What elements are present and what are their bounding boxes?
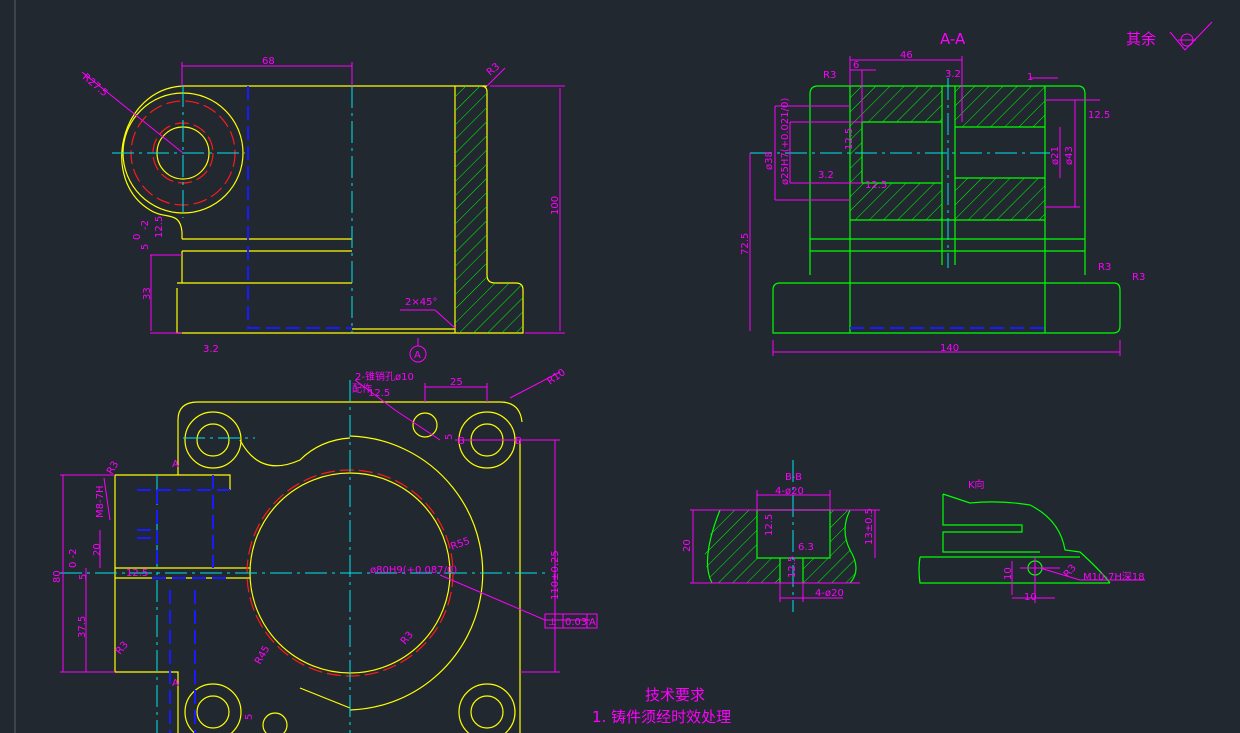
dim-110: 110±0.25 xyxy=(550,550,561,600)
dim-height: 100 xyxy=(550,196,561,215)
top-view: ⊥ 0.03 A 2-锥销孔ø10 配作 12.5 25 R10 5 B B R… xyxy=(52,367,598,733)
rough-4: 12.5 xyxy=(865,180,887,191)
note-item: 1. 铸件须经时效处理 xyxy=(592,708,731,726)
dim-1: 1 xyxy=(1027,72,1033,83)
dim-slot: 5 xyxy=(140,244,151,250)
dim-r3-b: R3 xyxy=(105,459,121,476)
rough-bb-3: 12.5 xyxy=(787,556,798,578)
rough-slot: 12.5 xyxy=(154,216,165,238)
dim-d38: ø38 xyxy=(764,151,775,170)
rough-bb-2: 6.3 xyxy=(798,542,814,553)
technical-notes: 技术要求 1. 铸件须经时效处理 xyxy=(592,686,731,726)
dim-top-holes: 4-ø20 xyxy=(775,486,804,497)
dim-r10: R10 xyxy=(545,367,567,387)
section-mark-a-top: A xyxy=(172,459,179,470)
dim-k-r3: R3 xyxy=(1062,563,1079,580)
rough-5: 3.2 xyxy=(945,69,961,80)
rough-1: 12.5 xyxy=(1088,110,1110,121)
note-drill: 配作 xyxy=(352,383,372,395)
notes-title: 技术要求 xyxy=(645,686,705,704)
dim-r3-c: R3 xyxy=(399,630,416,647)
dim-d43: ø43 xyxy=(1064,146,1075,165)
dim-6: 6 xyxy=(853,60,859,71)
dim-r3-a: R3 xyxy=(114,640,131,657)
dim-h20: 20 xyxy=(682,539,693,552)
tol-upper: 0 xyxy=(132,234,143,240)
section-title-aa: A-A xyxy=(940,30,966,48)
tol-lower: -2 xyxy=(140,220,151,230)
dim-tol: 0 -2 xyxy=(68,548,79,568)
rough-3: 3.2 xyxy=(818,170,834,181)
datum-a: A xyxy=(414,350,421,361)
dim-5-b: 5 xyxy=(78,574,89,580)
dim-h13: 13±0.5 xyxy=(864,508,875,545)
dim-base: 33 xyxy=(142,287,153,300)
dim-chamfer: 2×45° xyxy=(405,297,437,308)
dim-37-5: 37.5 xyxy=(77,616,88,638)
section-b-b: B-B 4-ø20 4-ø20 20 13±0.5 12.5 6.3 12.5 xyxy=(682,460,880,612)
hatch-region xyxy=(455,86,487,283)
dim-140: 140 xyxy=(940,343,959,354)
section-a-a: A-A 其余 46 6 R3 1 ø38 ø25H7(+0.021/0) ø21… xyxy=(740,21,1213,356)
tol-value: 0.03 xyxy=(565,617,587,628)
view-title-k: K向 xyxy=(968,478,985,491)
section-mark-b-left: B xyxy=(458,436,465,447)
view-k: K向 10 10 R3 M10-7H深18 xyxy=(918,478,1145,603)
rough-2: 12.5 xyxy=(844,128,855,150)
dim-d25: ø25H7(+0.021/0) xyxy=(780,98,791,185)
dim-r3-b: R3 xyxy=(1098,262,1111,273)
dim-25: 25 xyxy=(450,377,463,388)
tol-symbol: ⊥ xyxy=(548,617,557,628)
dim-width: 68 xyxy=(262,56,275,67)
front-view: 68 100 R27.5 R3 33 5 0 -2 12.5 2×45° 3.2… xyxy=(80,56,565,363)
tol-datum: A xyxy=(589,617,596,628)
section-mark-b-right: B xyxy=(515,436,522,447)
dim-r55: R55 xyxy=(449,536,471,553)
rough-bb-1: 12.5 xyxy=(764,514,775,536)
rough-top: 12.5 xyxy=(126,568,148,579)
dim-k-10b: 10 xyxy=(1024,592,1037,603)
dim-k-thread: M10-7H深18 xyxy=(1083,571,1145,583)
dim-bottom-holes: 4-ø20 xyxy=(815,588,844,599)
dim-r-outer: R27.5 xyxy=(80,72,109,99)
dim-46: 46 xyxy=(900,50,913,61)
dim-thread: M8-7H xyxy=(95,486,106,518)
section-title-bb: B-B xyxy=(785,472,802,483)
dim-5: 5 xyxy=(444,434,455,440)
dim-72-5: 72.5 xyxy=(740,233,751,255)
section-mark-a-bottom: A xyxy=(172,678,179,689)
rough-pin: 12.5 xyxy=(368,388,390,399)
dim-r45: R45 xyxy=(253,644,272,667)
note-pin-holes: 2-锥销孔ø10 xyxy=(355,370,414,383)
dim-bore: ø80H9(+0.087/0) xyxy=(370,565,457,576)
dim-20: 20 xyxy=(92,543,103,556)
dim-d21: ø21 xyxy=(1050,146,1061,165)
dim-80: 80 xyxy=(52,570,63,583)
dim-r-fillet: R3 xyxy=(485,61,502,78)
dim-k-10a: 10 xyxy=(1003,567,1014,580)
dim-r3: R3 xyxy=(823,70,836,81)
rough-base: 3.2 xyxy=(203,344,219,355)
dim-5-c: 5 xyxy=(244,714,255,720)
dim-r3-c: R3 xyxy=(1132,272,1145,283)
rest-roughness-label: 其余 xyxy=(1126,30,1156,48)
